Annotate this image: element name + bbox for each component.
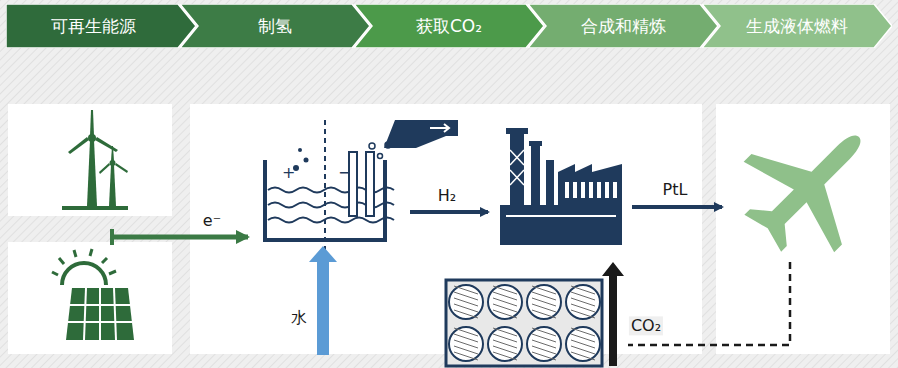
co2-arrow <box>602 262 624 366</box>
return-dashed-line <box>628 262 790 345</box>
chevron-fill <box>702 4 892 48</box>
fan-circle <box>488 285 522 319</box>
fan-blade <box>532 352 556 360</box>
water-arrow <box>309 246 337 355</box>
plane-panel <box>716 104 890 354</box>
chevron-fill <box>6 4 196 48</box>
step-chevron: 生成液体燃料 <box>702 4 892 48</box>
electricity-arrow <box>112 229 248 245</box>
fan-circle <box>449 327 483 361</box>
step-label: 生成液体燃料 <box>746 16 848 36</box>
chevron-fill <box>354 4 544 48</box>
flow-label: e⁻ <box>201 211 223 230</box>
fan-circle <box>566 327 600 361</box>
step-chevron: 合成和精炼 <box>528 4 718 48</box>
plus-sign: + <box>282 163 295 182</box>
fan-circle <box>527 285 561 319</box>
electrolyzer-icon: + − <box>265 120 458 252</box>
step-label: 制氢 <box>258 16 292 36</box>
step-chevron: 可再生能源 <box>6 4 196 48</box>
flow-label: CO₂ <box>629 316 663 335</box>
fan-circle <box>449 285 483 319</box>
step-label: 可再生能源 <box>51 16 136 36</box>
chevron-fill <box>528 4 718 48</box>
airplane-icon <box>717 92 898 279</box>
fan-blade <box>571 352 595 360</box>
solar-panel-icon <box>52 249 134 340</box>
fan-blade <box>454 352 478 360</box>
flow-label: PtL <box>661 180 690 199</box>
fan-blade <box>493 352 517 360</box>
wind-turbine-icon <box>62 110 128 210</box>
chevron-fill <box>180 4 370 48</box>
fan-blade <box>571 310 595 318</box>
factory-icon <box>500 128 622 245</box>
ptl-arrow <box>632 205 722 209</box>
step-chevron: 制氢 <box>180 4 370 48</box>
hydrogen-arrow <box>410 210 488 214</box>
wind-panel <box>8 104 172 216</box>
fan-circle <box>488 327 522 361</box>
fan-circle <box>527 327 561 361</box>
co2-capture-unit <box>446 280 602 366</box>
fan-blade <box>454 310 478 318</box>
step-label: 合成和精炼 <box>581 16 666 36</box>
fan-blade <box>532 310 556 318</box>
fan-circle <box>566 285 600 319</box>
flow-label: 水 <box>289 308 309 327</box>
solar-panel <box>8 242 172 354</box>
flow-label: H₂ <box>436 186 458 205</box>
fan-blade <box>493 310 517 318</box>
step-chevron: 获取CO₂ <box>354 4 544 48</box>
step-label: 获取CO₂ <box>416 16 482 36</box>
